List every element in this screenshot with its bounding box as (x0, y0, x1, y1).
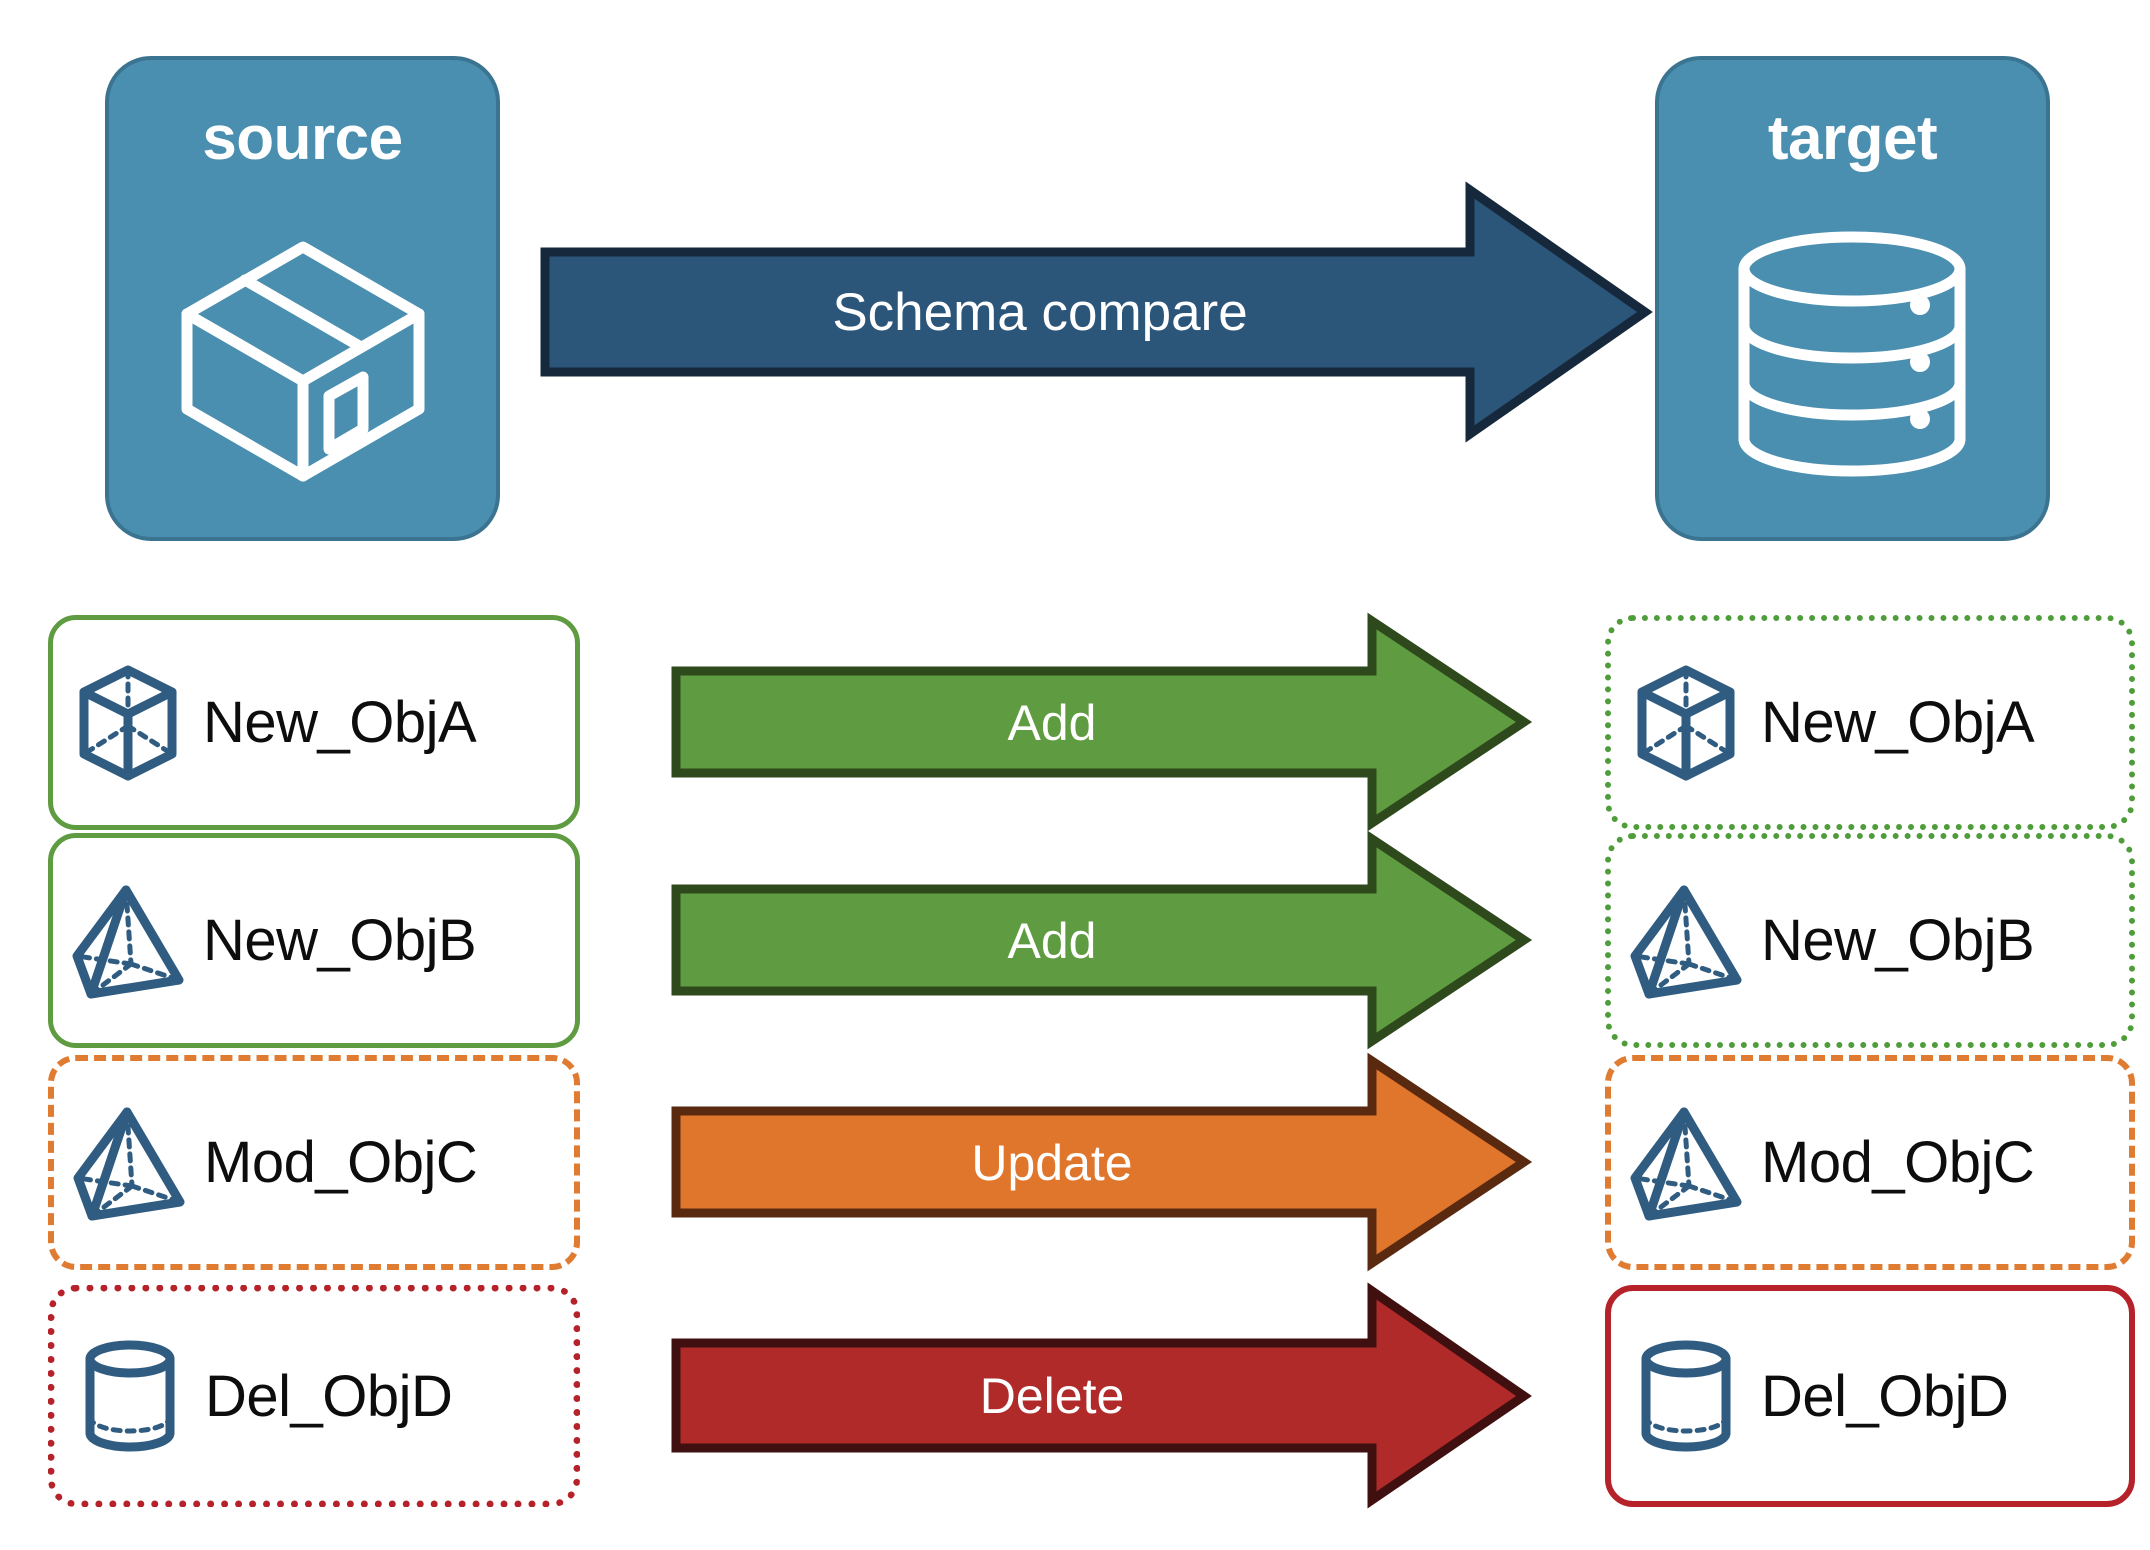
source-object-label: New_ObjB (203, 908, 477, 973)
target-object-label: New_ObjB (1761, 908, 2035, 973)
diff-row: Del_ObjD Delete Del_ObjD (0, 1282, 2150, 1509)
target-object-label: New_ObjA (1761, 690, 2035, 755)
schema-compare-arrow[interactable]: Schema compare (540, 181, 1653, 443)
wireframe-pyramid-icon (54, 1104, 204, 1222)
target-object-card[interactable]: New_ObjA (1605, 615, 2135, 830)
target-object-card[interactable]: Mod_ObjC (1605, 1055, 2135, 1270)
wireframe-pyramid-icon (1611, 1104, 1761, 1222)
diff-row: Mod_ObjC Update (0, 1052, 2150, 1272)
endpoint-label-source: source (202, 104, 403, 173)
source-object-label: Del_ObjD (205, 1363, 453, 1429)
source-object-label: New_ObjA (203, 690, 477, 755)
source-object-card[interactable]: Mod_ObjC (48, 1055, 580, 1270)
diff-row: New_ObjA Add (0, 612, 2150, 832)
endpoint-label-target: target (1767, 104, 1938, 173)
action-arrow-add[interactable]: Add (671, 830, 1533, 1050)
diff-row: New_ObjB Add (0, 830, 2150, 1050)
wireframe-cube-icon (53, 664, 203, 782)
source-object-card[interactable]: New_ObjA (48, 615, 580, 830)
target-object-label: Mod_ObjC (1761, 1130, 2035, 1195)
endpoint-card-target[interactable]: target (1655, 56, 2050, 541)
action-arrow-update[interactable]: Update (671, 1052, 1533, 1272)
database-cylinder-icon (1659, 170, 2046, 537)
source-object-card[interactable]: New_ObjB (48, 833, 580, 1048)
source-object-label: Mod_ObjC (204, 1130, 478, 1195)
action-arrow-delete[interactable]: Delete (671, 1282, 1532, 1509)
target-object-card[interactable]: Del_ObjD (1605, 1285, 2135, 1507)
endpoint-card-source[interactable]: source (105, 56, 500, 541)
target-object-label: Del_ObjD (1761, 1363, 2009, 1429)
package-box-icon (109, 170, 496, 537)
wireframe-cylinder-icon (1611, 1337, 1761, 1455)
wireframe-pyramid-icon (53, 882, 203, 1000)
wireframe-cylinder-icon (55, 1337, 205, 1455)
action-arrow-add[interactable]: Add (671, 612, 1533, 832)
target-object-card[interactable]: New_ObjB (1605, 833, 2135, 1048)
wireframe-pyramid-icon (1611, 882, 1761, 1000)
source-object-card[interactable]: Del_ObjD (48, 1285, 580, 1507)
wireframe-cube-icon (1611, 664, 1761, 782)
